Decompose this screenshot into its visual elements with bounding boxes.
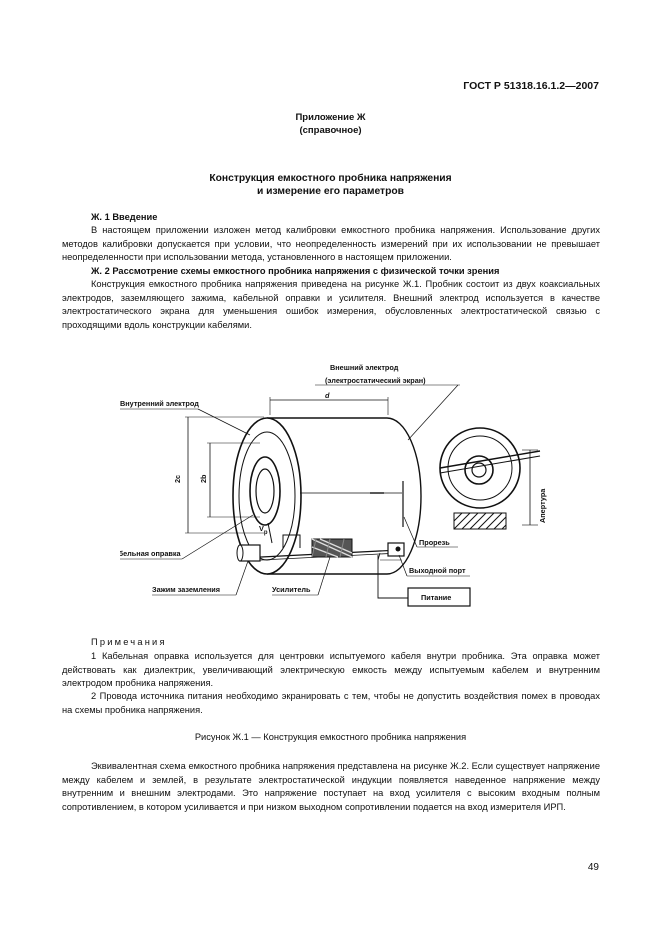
dim-2c-label: 2c: [173, 475, 182, 483]
dim-d-label: d: [325, 391, 330, 400]
standard-header: ГОСТ Р 51318.16.1.2—2007: [463, 80, 599, 92]
inner-electrode-label: Внутренний электрод: [120, 399, 199, 408]
section2-text: Конструкция емкостного пробника напряжен…: [62, 279, 600, 330]
power-label: Питание: [421, 593, 451, 602]
dim-2b-label: 2b: [199, 474, 208, 483]
probe-construction-figure: d 2c 2b Vp Питание Внешний электрод (эле…: [120, 363, 547, 607]
section1-text: В настоящем приложении изложен метод кал…: [62, 225, 600, 263]
cable-mandrel-label: Кабельная оправка: [120, 549, 182, 558]
closing-paragraph: Эквивалентная схема емкостного пробника …: [62, 761, 600, 812]
section2-title: Ж. 2 Рассмотрение схемы емкостного пробн…: [91, 266, 500, 276]
outer-electrode-label-2: (электростатический экран): [325, 376, 426, 385]
output-port-label: Выходной порт: [409, 566, 466, 575]
cable-hole-inner: [255, 468, 275, 514]
outer-electrode-body: [267, 417, 422, 575]
amplifier-label: Усилитель: [272, 585, 311, 594]
ground-clamp-label: Зажим заземления: [152, 585, 220, 594]
figure-caption: Рисунок Ж.1 — Конструкция емкостного про…: [194, 732, 467, 742]
heading-line1: Конструкция емкостного пробника напряжен…: [209, 173, 452, 184]
aperture-label: Апертура: [538, 488, 547, 523]
heading-line2: и измерение его параметров: [256, 186, 405, 197]
power-box: [407, 587, 471, 607]
appendix-subtitle: (справочное): [299, 125, 362, 136]
note-1: 1 Кабельная оправка используется для цен…: [62, 651, 600, 689]
page-number: 49: [587, 862, 599, 873]
vp-label: Vp: [259, 524, 268, 536]
slot-label: Прорезь: [419, 538, 450, 547]
appendix-title: Приложение Ж: [295, 112, 366, 123]
cable-hole-outer: [249, 456, 281, 526]
outer-electrode-label-1: Внешний электрод: [330, 363, 399, 372]
note-2: 2 Провода источника питания необходимо э…: [62, 691, 600, 715]
section1-title: Ж. 1 Введение: [91, 212, 158, 222]
notes-title: Примечания: [91, 637, 167, 647]
